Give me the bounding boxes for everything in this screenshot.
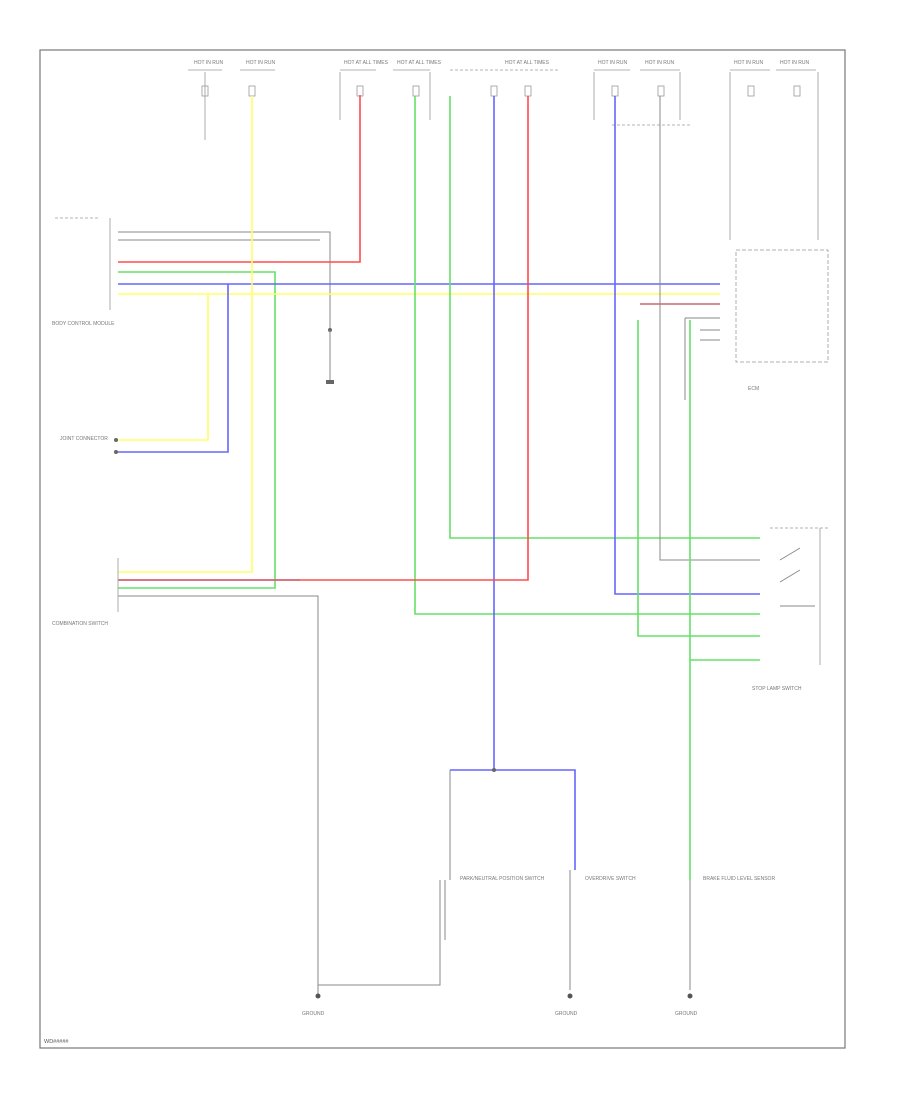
ground-3: GROUND xyxy=(675,993,698,1017)
stop-lamp-switch: STOP LAMP SWITCH xyxy=(752,527,828,692)
ground-1: GROUND xyxy=(302,985,325,1017)
fuse-row: HOT IN RUN HOT IN RUN HOT AT ALL TIMES H… xyxy=(188,60,816,140)
fuse-5-label: HOT AT ALL TIMES xyxy=(505,60,550,66)
body-control-module-label: BODY CONTROL MODULE xyxy=(52,321,115,327)
fuse-3-label: HOT AT ALL TIMES xyxy=(344,60,389,66)
fuse-1-label: HOT IN RUN xyxy=(194,60,223,66)
ground-2-label: GROUND xyxy=(555,1011,578,1017)
fuse-7-label: HOT IN RUN xyxy=(645,60,674,66)
ground-2: GROUND xyxy=(555,993,578,1017)
fuse-8-label: HOT IN RUN xyxy=(734,60,763,66)
fuse-4: HOT AT ALL TIMES xyxy=(393,60,442,97)
wire-red xyxy=(118,95,361,263)
fuse-2-label: HOT IN RUN xyxy=(246,60,275,66)
overdrive-switch: OVERDRIVE SWITCH xyxy=(569,870,636,990)
wire-red-fuse5 xyxy=(118,96,529,581)
combination-switch-label: COMBINATION SWITCH xyxy=(52,621,108,627)
wire-green-bcm xyxy=(118,271,276,589)
fuse-7: HOT IN RUN xyxy=(640,60,680,97)
park-neutral-switch: PARK/NEUTRAL POSITION SWITCH xyxy=(444,876,545,940)
fuse-1: HOT IN RUN xyxy=(188,60,223,140)
body-control-module: BODY CONTROL MODULE xyxy=(52,217,115,327)
fuse-5: HOT AT ALL TIMES xyxy=(450,60,560,97)
ecm-label: ECM xyxy=(748,386,759,392)
wire-green-brake xyxy=(689,320,760,880)
wire-yellow-fuse2 xyxy=(118,96,253,573)
stop-lamp-switch-label: STOP LAMP SWITCH xyxy=(752,686,802,692)
ground-3-label: GROUND xyxy=(675,1011,698,1017)
fuse-6: HOT IN RUN xyxy=(594,60,630,97)
park-neutral-switch-label: PARK/NEUTRAL POSITION SWITCH xyxy=(460,876,545,882)
fuse-8: HOT IN RUN xyxy=(730,60,770,97)
brake-fluid-sensor: BRAKE FLUID LEVEL SENSOR xyxy=(689,876,775,990)
fuse-6-label: HOT IN RUN xyxy=(598,60,627,66)
fuse-9: HOT IN RUN xyxy=(776,60,816,97)
brake-fluid-sensor-label: BRAKE FLUID LEVEL SENSOR xyxy=(703,876,775,882)
wire-green-ecm xyxy=(637,320,760,637)
ecm: ECM xyxy=(735,249,829,392)
fuse-3: HOT AT ALL TIMES xyxy=(340,60,389,97)
wire-green-fuse5 xyxy=(449,96,760,539)
footer-code: WD##### xyxy=(44,1039,69,1045)
joint-connector-label: JOINT CONNECTOR xyxy=(60,436,108,442)
diagram-frame xyxy=(39,49,846,1049)
wire-blue-fuse6 xyxy=(614,96,760,595)
fuse-2: HOT IN RUN xyxy=(240,60,275,97)
fuse-4-label: HOT AT ALL TIMES xyxy=(397,60,442,66)
wire-green-fuse4 xyxy=(414,96,760,615)
overdrive-switch-label: OVERDRIVE SWITCH xyxy=(585,876,636,882)
ground-1-label: GROUND xyxy=(302,1011,325,1017)
fuse-9-label: HOT IN RUN xyxy=(780,60,809,66)
